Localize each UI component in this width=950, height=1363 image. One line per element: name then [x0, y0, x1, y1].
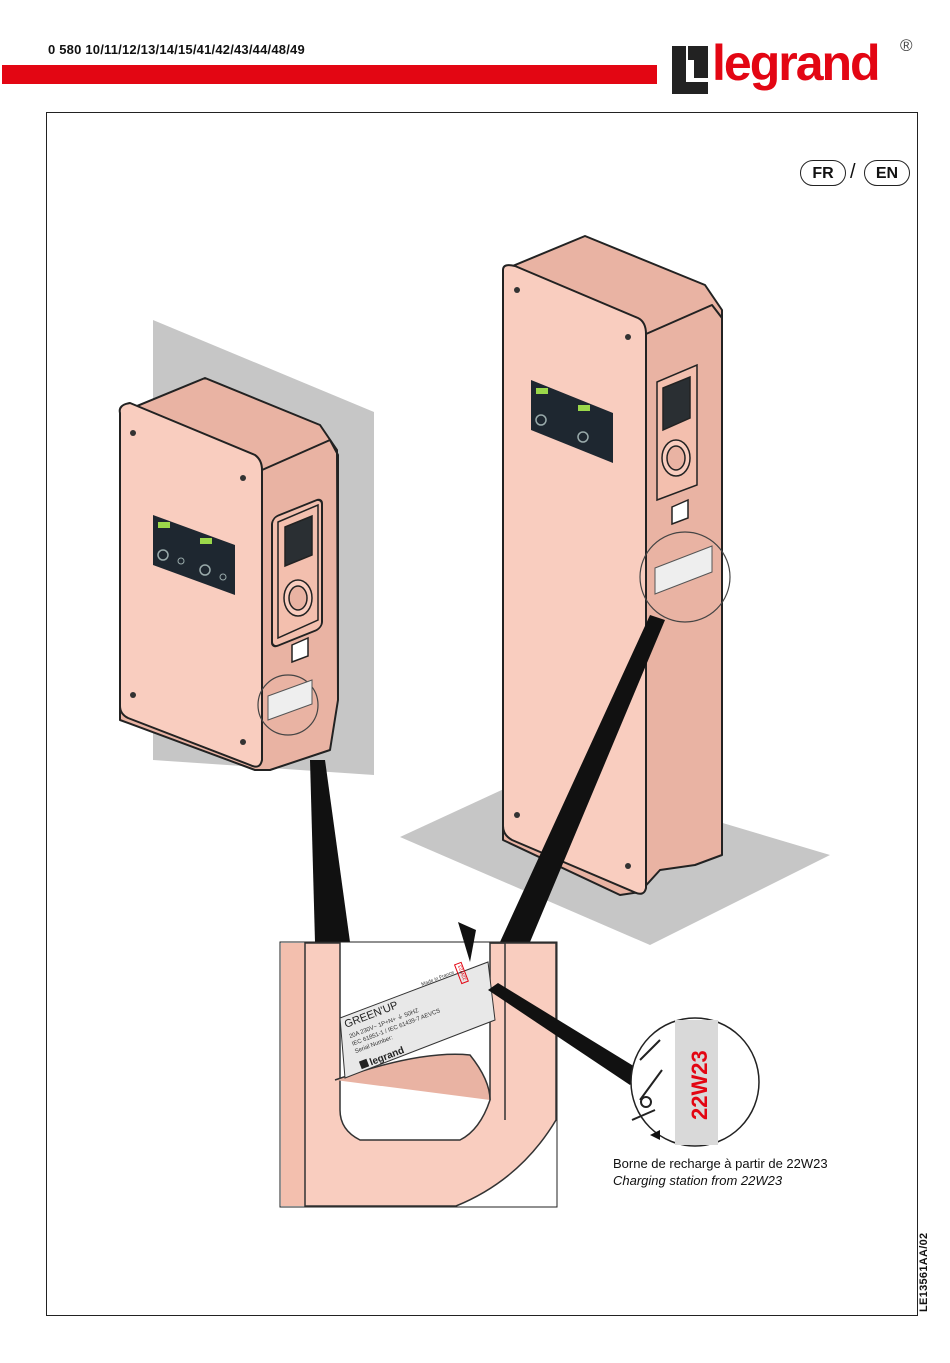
caption: Borne de recharge à partir de 22W23 Char…	[613, 1155, 828, 1189]
pedestal-charger-socket	[656, 363, 698, 526]
language-separator: /	[850, 161, 856, 183]
label-zoom-inset	[279, 922, 558, 1208]
wall-charger-socket	[277, 503, 319, 664]
document-code: LE13561AA/02	[918, 1232, 930, 1312]
magnified-batch-code: 22W23	[687, 1050, 712, 1120]
illustration-frame	[46, 112, 918, 1316]
wall-charger-drawing	[118, 377, 339, 771]
wall-charger-display	[153, 515, 235, 595]
language-badge-fr[interactable]: FR	[800, 160, 846, 186]
product-reference: 0 580 10/11/12/13/14/15/41/42/43/44/48/4…	[48, 42, 305, 57]
batch-code-magnifier	[630, 1017, 760, 1147]
label-batch-code: 22W23	[457, 964, 468, 981]
header-red-bar	[2, 65, 657, 84]
pedestal-label-highlight	[639, 531, 731, 623]
registered-mark: ®	[900, 36, 913, 55]
legrand-logo: legrand ®	[668, 35, 928, 104]
caption-fr: Borne de recharge à partir de 22W23	[613, 1156, 828, 1171]
legrand-logo-mark-icon	[672, 46, 708, 94]
wall-label-highlight	[257, 674, 319, 736]
pedestal-charger-display	[531, 380, 613, 463]
language-badge-en[interactable]: EN	[864, 160, 910, 186]
caption-en: Charging station from 22W23	[613, 1173, 783, 1188]
logo-wordmark: legrand	[712, 35, 881, 91]
